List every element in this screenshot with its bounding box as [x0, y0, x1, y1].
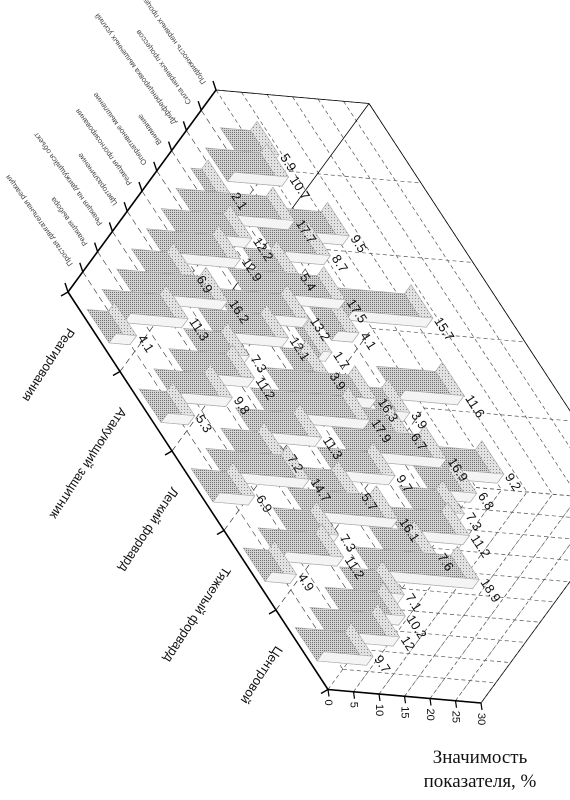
value-axis-tick [429, 698, 432, 706]
wall-gridline-group [423, 407, 570, 422]
value-tick-label: 10 [373, 704, 385, 716]
box-edge [215, 89, 370, 104]
bar-side [108, 333, 138, 346]
wall-gridline-param [387, 608, 541, 623]
group-axis-tick [60, 291, 69, 297]
bar [242, 540, 298, 585]
bar-side [330, 330, 360, 343]
wall-gridline-back [317, 98, 570, 485]
chart-bars [86, 120, 505, 666]
parameter-axis-tick [212, 80, 217, 91]
bar-side [345, 310, 434, 328]
parameter-axis-tick [108, 222, 114, 232]
group-axis-line [67, 291, 329, 690]
group-axis-tick [112, 370, 121, 377]
bar-side [316, 351, 333, 362]
value-tick-label: 25 [450, 711, 462, 723]
parameter-axis-tick [197, 100, 202, 111]
box-edge [368, 103, 570, 412]
floor-gridline-group [171, 248, 321, 452]
value-axis-tick [403, 696, 407, 704]
value-tick-label: 15 [399, 706, 411, 718]
bar [323, 284, 434, 328]
value-tick-label: 30 [475, 713, 487, 725]
value-axis-tick [327, 689, 330, 697]
parameter-axis-tick [93, 242, 99, 252]
group-axis-tick [164, 450, 173, 456]
value-axis-tick [480, 702, 483, 711]
bar [138, 381, 196, 426]
chart-axes: 0 5 10 15 20 25 30 [60, 80, 487, 725]
bar [197, 304, 290, 348]
wall-gridline-group [319, 248, 474, 263]
bar [309, 299, 360, 343]
wall-gridline-back [266, 94, 528, 493]
bar-side [316, 651, 374, 666]
z-axis-title: Значимость показателя, % [423, 747, 537, 792]
value-tick-label: 0 [322, 700, 334, 706]
bar-side [397, 390, 465, 406]
parameter-axis-tick [64, 282, 69, 293]
parameter-axis-tick [138, 181, 143, 192]
bar [294, 318, 333, 362]
bar-side [264, 571, 298, 584]
wall-gridline-back [292, 96, 553, 495]
floor-gridline-param [82, 271, 344, 670]
group-axis-tick [320, 688, 329, 695]
floor-gridline-param [126, 211, 388, 609]
bar [86, 301, 138, 346]
wall-gridline-param [401, 588, 556, 603]
value-axis-tick [352, 691, 356, 699]
floor-gridline-param [97, 251, 358, 650]
bar [294, 622, 374, 666]
bar [190, 461, 256, 506]
wall-gridline-group [371, 328, 526, 343]
value-axis-tick [454, 700, 458, 708]
parameter-axis-tick [167, 141, 173, 151]
parameter-axis-tick [153, 161, 158, 172]
parameter-axis-tick [123, 201, 128, 212]
value-tick-label: 20 [424, 709, 436, 721]
value-tick-label: 5 [348, 702, 360, 708]
box-edge [480, 580, 570, 704]
bar [153, 363, 233, 408]
wall-gridline-group [267, 169, 422, 184]
wall-gridline-back [241, 92, 502, 490]
parameter-axis-tick [182, 121, 188, 131]
parameter-axis-tick [79, 262, 84, 273]
bar-side [226, 171, 290, 187]
bar-side [123, 313, 189, 329]
wall-gridline-param [372, 628, 526, 643]
bar-side [212, 492, 256, 506]
value-axis-tick [378, 693, 381, 702]
group-axis-tick [216, 529, 225, 536]
bar-side [160, 412, 196, 426]
bar [257, 221, 331, 266]
group-axis-tick [268, 609, 277, 615]
bar [316, 441, 396, 486]
wall-gridline-back [343, 101, 570, 449]
bar [205, 143, 290, 187]
